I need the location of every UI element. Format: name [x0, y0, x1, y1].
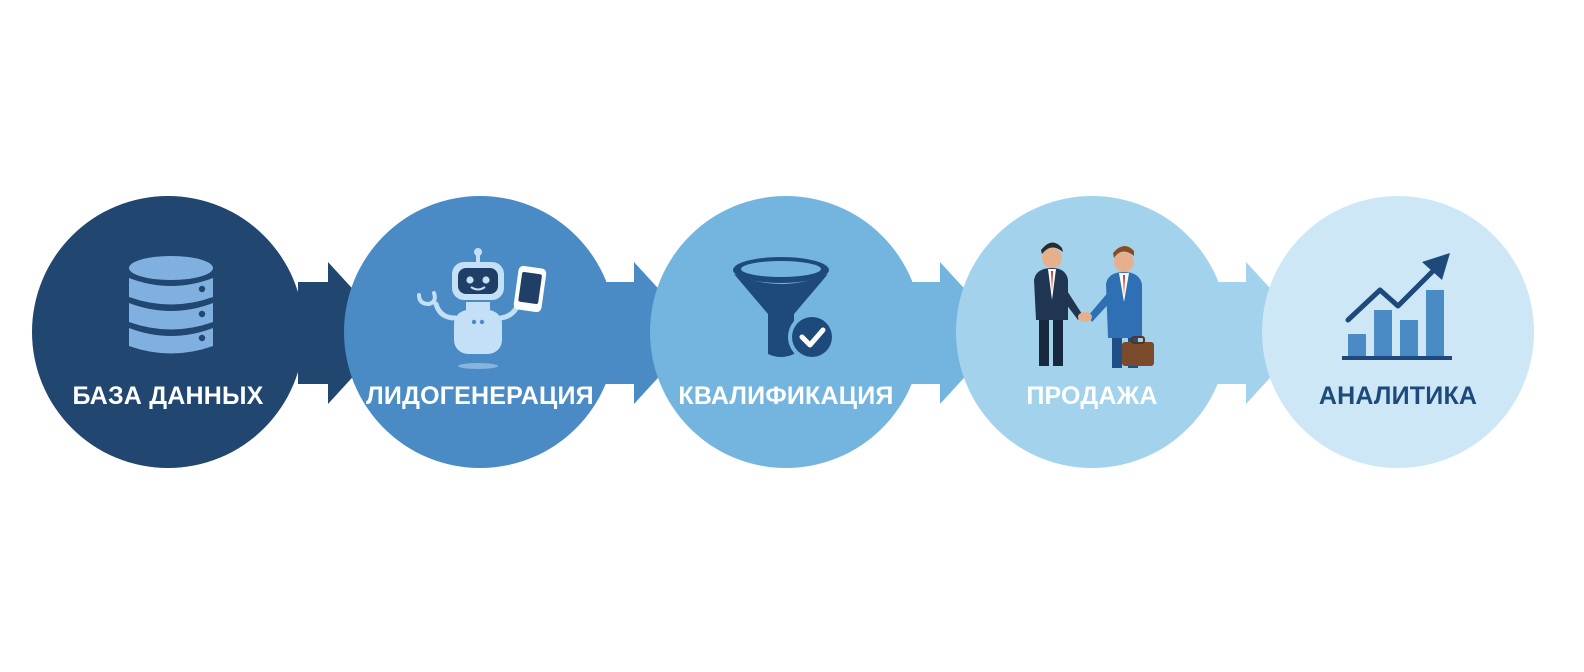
- stage-label: КВАЛИФИКАЦИЯ: [678, 382, 894, 410]
- stage-label: БАЗА ДАННЫХ: [72, 382, 264, 410]
- stage-sale: ПРОДАЖА: [956, 196, 1228, 468]
- stage-database: БАЗА ДАННЫХ: [32, 196, 304, 468]
- growth-chart-icon: [1342, 253, 1452, 360]
- funnel-check-icon: [733, 257, 836, 361]
- handshake-icon: [1034, 242, 1154, 368]
- stage-label: АНАЛИТИКА: [1318, 382, 1478, 410]
- stage-label: ПРОДАЖА: [1026, 382, 1158, 410]
- robot-with-phone-icon: [417, 248, 547, 369]
- stage-analytics: АНАЛИТИКА: [1262, 196, 1534, 468]
- stage-qualification: КВАЛИФИКАЦИЯ: [650, 196, 922, 468]
- database-icon: [129, 256, 213, 354]
- stage-lead-generation: ЛИДОГЕНЕРАЦИЯ: [344, 196, 616, 468]
- stage-label: ЛИДОГЕНЕРАЦИЯ: [366, 382, 594, 410]
